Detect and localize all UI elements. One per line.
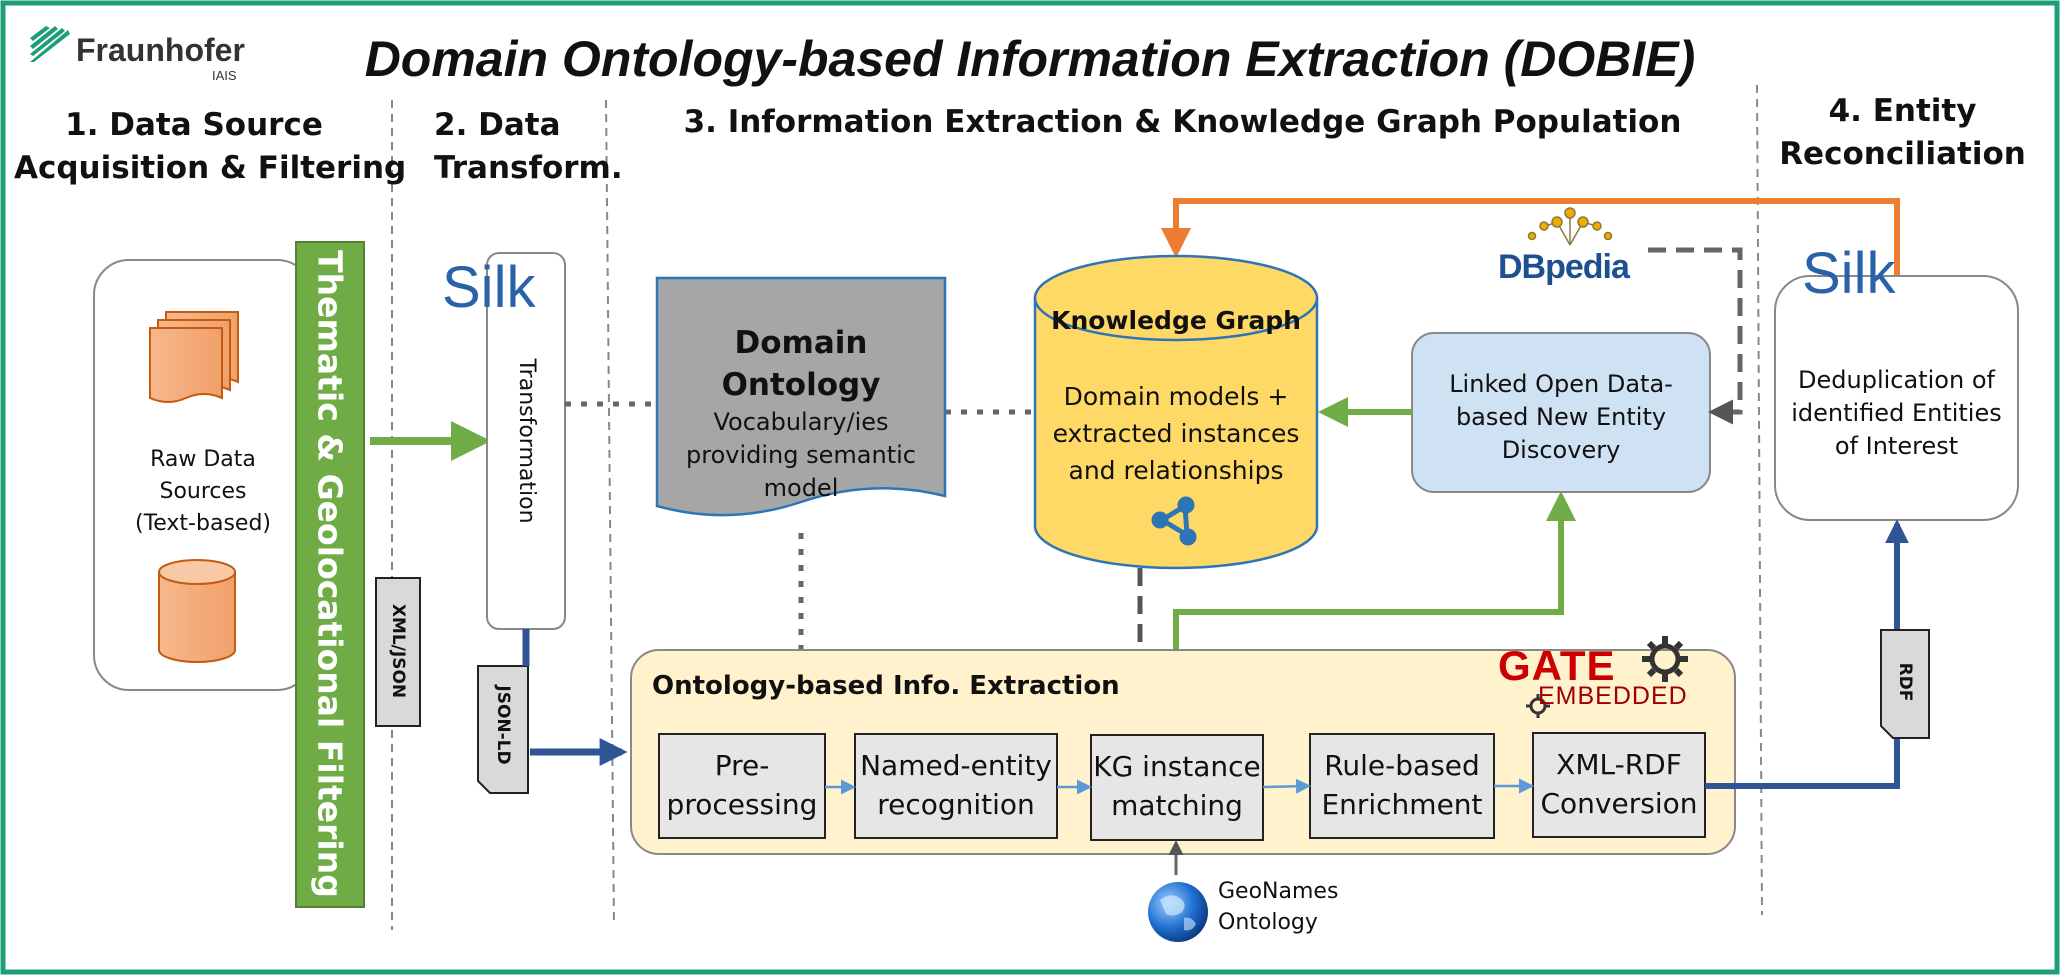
step-3-line2: matching bbox=[1111, 789, 1243, 822]
step-3-line1: KG instance bbox=[1093, 750, 1261, 783]
database-icon bbox=[158, 559, 236, 663]
xml-json-label: XML/JSON bbox=[388, 603, 408, 699]
dbpedia-icon bbox=[1527, 207, 1613, 246]
raw-sources-text: Raw Data Sources (Text-based) bbox=[100, 444, 306, 540]
step-4-line2: Enrichment bbox=[1321, 788, 1483, 821]
network-icon bbox=[1151, 496, 1197, 546]
page-title: Domain Ontology-based Information Extrac… bbox=[364, 31, 1696, 87]
geonames-line2: Ontology bbox=[1218, 910, 1318, 935]
domain-ontology-line1: Vocabulary/ies bbox=[713, 408, 889, 436]
step-1-line1: Pre- bbox=[714, 749, 770, 782]
domain-ontology-title-2: Ontology bbox=[721, 367, 881, 403]
obie-title: Ontology-based Info. Extraction bbox=[652, 671, 1120, 701]
phase-separator-2 bbox=[605, 99, 615, 926]
kg-line3: and relationships bbox=[1068, 456, 1284, 485]
phase-separator-3 bbox=[1756, 84, 1763, 916]
domain-ontology-line2: providing semantic bbox=[686, 441, 916, 469]
rdf-tag bbox=[1880, 629, 1930, 739]
dedup-line2: identified Entities bbox=[1791, 399, 2002, 427]
step-5-line1: XML-RDF bbox=[1556, 748, 1682, 781]
knowledge-graph-text: Domain models + extracted instances and … bbox=[1035, 378, 1317, 489]
step-preprocessing: Pre- processing bbox=[659, 746, 825, 824]
logo-name: Fraunhofer bbox=[76, 32, 245, 68]
phase-1-line1: 1. Data Source bbox=[65, 107, 323, 143]
xml-json-tag bbox=[375, 577, 421, 727]
gate-logo-sub: EMBEDDED bbox=[1538, 682, 1688, 710]
filter-bar bbox=[295, 241, 365, 908]
phase-2-label: 2. Data Transform. bbox=[410, 104, 623, 190]
step-5-line2: Conversion bbox=[1540, 787, 1698, 820]
dedup-text: Deduplication of identified Entities of … bbox=[1775, 364, 2018, 463]
raw-sources-line3: (Text-based) bbox=[134, 511, 271, 536]
knowledge-graph-cylinder bbox=[1033, 254, 1319, 570]
filter-bar-label: Thematic & Geolocational Filtering bbox=[310, 250, 350, 898]
silk-logo-right: Silk bbox=[1802, 241, 1896, 306]
globe-icon bbox=[1148, 882, 1208, 942]
lod-line2: based New Entity bbox=[1455, 403, 1667, 431]
raw-sources-line1: Raw Data bbox=[150, 447, 256, 472]
phase-2-line2: Transform. bbox=[434, 150, 623, 186]
phase-1-line2: Acquisition & Filtering bbox=[14, 150, 407, 186]
phase-4-line1: 4. Entity bbox=[1828, 93, 1977, 129]
domain-ontology-title-1: Domain bbox=[734, 325, 868, 361]
kg-line2: extracted instances bbox=[1052, 419, 1300, 448]
step-1-line2: processing bbox=[666, 788, 818, 821]
knowledge-graph-title: Knowledge Graph bbox=[1051, 306, 1301, 335]
domain-ontology-shape bbox=[655, 276, 947, 517]
domain-ontology-line3: model bbox=[763, 474, 839, 502]
phase-4-label: 4. Entity Reconciliation bbox=[1770, 90, 2035, 176]
step-box-enrichment bbox=[1309, 733, 1495, 839]
arrow-silk-to-kg bbox=[1161, 198, 1900, 276]
geonames-label: GeoNames Ontology bbox=[1218, 876, 1338, 938]
step-2-line2: recognition bbox=[877, 788, 1035, 821]
dedup-line3: of Interest bbox=[1834, 432, 1959, 460]
step-ner: Named-entity recognition bbox=[855, 746, 1057, 824]
documents-icon bbox=[149, 311, 239, 403]
transformation-label: Transformation bbox=[514, 358, 539, 524]
silk-logo-left: Silk bbox=[442, 255, 536, 320]
kg-line1: Domain models + bbox=[1063, 382, 1289, 411]
logo-sub: IAIS bbox=[212, 68, 237, 83]
step-4-line1: Rule-based bbox=[1324, 749, 1480, 782]
step-matching: KG instance matching bbox=[1091, 747, 1263, 825]
gear-icon bbox=[1642, 636, 1688, 682]
domain-ontology-text: Domain Ontology Vocabulary/ies providing… bbox=[657, 322, 945, 505]
gear-small-icon bbox=[1526, 694, 1550, 718]
step-enrichment: Rule-based Enrichment bbox=[1310, 746, 1494, 824]
phase-2-line1: 2. Data bbox=[434, 107, 561, 143]
arrow-dbpedia-to-lod bbox=[1648, 247, 1743, 425]
geonames-line1: GeoNames bbox=[1218, 879, 1339, 904]
json-ld-label: JSON-LD bbox=[493, 685, 513, 765]
json-ld-tag bbox=[477, 665, 529, 794]
rdf-label: RDF bbox=[1895, 662, 1915, 702]
step-box-preprocessing bbox=[658, 733, 826, 839]
arrow-step-3-4 bbox=[1262, 778, 1311, 794]
lod-line1: Linked Open Data- bbox=[1449, 370, 1673, 398]
step-2-line1: Named-entity bbox=[860, 749, 1052, 782]
phase-4-line2: Reconciliation bbox=[1779, 136, 2026, 172]
phase-1-label: 1. Data Source Acquisition & Filtering bbox=[14, 104, 407, 190]
phase-3-label: 3. Information Extraction & Knowledge Gr… bbox=[683, 104, 1682, 140]
fraunhofer-logo-icon bbox=[30, 26, 70, 62]
raw-sources-line2: Sources bbox=[159, 479, 247, 504]
dedup-line1: Deduplication of bbox=[1798, 366, 1995, 394]
dbpedia-logo: DBpedia bbox=[1498, 248, 1630, 286]
arrow-conversion-to-dedup bbox=[1705, 519, 1909, 789]
gate-logo: GATE bbox=[1498, 642, 1616, 689]
lod-text: Linked Open Data- based New Entity Disco… bbox=[1412, 368, 1710, 467]
step-conversion: XML-RDF Conversion bbox=[1533, 745, 1705, 823]
lod-line3: Discovery bbox=[1501, 436, 1621, 464]
